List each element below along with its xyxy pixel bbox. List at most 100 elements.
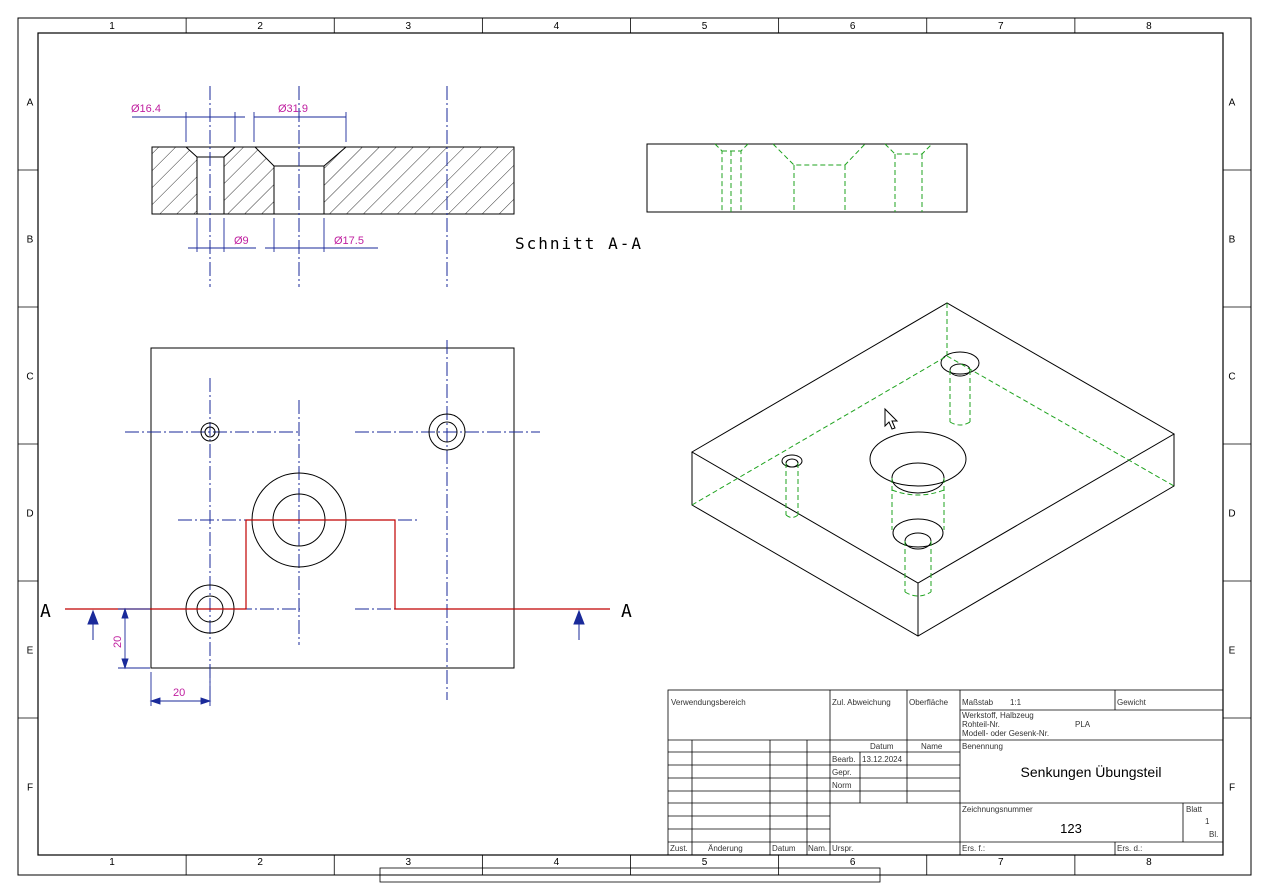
zone-row-label: E — [1229, 646, 1236, 657]
tb-zeichnungsnummer: 123 — [1060, 821, 1082, 836]
zone-column-label: 8 — [1146, 21, 1152, 32]
tb-oberflaeche: Oberfläche — [909, 698, 949, 707]
zone-column-label: 7 — [998, 21, 1004, 32]
side-view — [646, 143, 968, 213]
hole-mid-cone-r — [323, 146, 347, 167]
tb-massstab-value: 1:1 — [1010, 698, 1022, 707]
tb-zul-abweichung: Zul. Abweichung — [832, 698, 891, 707]
zone-row-label: C — [1228, 372, 1235, 383]
iso-counterbore-outer — [940, 351, 980, 375]
zone-row-label: D — [26, 509, 33, 520]
zone-column-label: 6 — [850, 857, 856, 868]
sheet-outer-border — [17, 17, 1252, 876]
zone-column-label: 1 — [109, 21, 115, 32]
tb-blatt-label: Blatt — [1186, 805, 1203, 814]
section-arrow-left-head — [87, 609, 99, 625]
section-hatch-right — [324, 147, 514, 214]
zone-column-label: 3 — [406, 857, 412, 868]
tb-ers-d: Ers. d.: — [1117, 844, 1142, 853]
tb-bl: Bl. — [1209, 830, 1218, 839]
tb-urspr: Urspr. — [832, 844, 853, 853]
top-view-outline — [150, 347, 515, 669]
zone-column-label: 3 — [406, 21, 412, 32]
section-outline — [151, 146, 515, 215]
tb-bearb: Bearb. — [832, 755, 856, 764]
tb-zust: Zust. — [670, 844, 688, 853]
tb-rohteil-label: Rohteil-Nr. — [962, 720, 1000, 729]
hole-left-chamfer-r — [223, 146, 236, 158]
hole-counterbore-inner — [436, 421, 458, 443]
iso-hidden-front-bot — [904, 591, 932, 597]
tb-nam: Nam. — [808, 844, 827, 853]
iso-countersink-inner — [891, 462, 945, 494]
zone-column-label: 4 — [554, 21, 560, 32]
title-block-outline — [667, 689, 1224, 856]
iso-hidden-cb-bot — [949, 421, 971, 426]
zone-column-label: 1 — [109, 857, 115, 868]
iso-hidden-small-bot — [785, 514, 799, 518]
tb-title: Senkungen Übungsteil — [1021, 763, 1162, 780]
tb-werkstoff-label: Werkstoff, Halbzeug — [962, 711, 1034, 720]
dim-d9-text: Ø9 — [234, 235, 249, 247]
tb-rohteil-value: PLA — [1075, 720, 1091, 729]
tb-name: Name — [921, 742, 943, 751]
dim-h20-arrow-l — [149, 697, 161, 705]
iso-front-edges — [691, 434, 1175, 637]
tb-norm: Norm — [832, 781, 852, 790]
section-view: Ø16.4 Ø31.9 Ø9 Ø17.5 Schnitt A-A — [131, 86, 643, 287]
tb-massstab-label: Maßstab — [962, 698, 994, 707]
tb-benennung-label: Benennung — [962, 742, 1003, 751]
tb-gepr: Gepr. — [832, 768, 852, 777]
iso-countersink-top — [869, 431, 967, 487]
iso-top-face — [691, 302, 1175, 584]
isometric-view — [691, 302, 1175, 637]
iso-hidden-edge-2 — [946, 355, 1175, 487]
zone-row-label: E — [27, 646, 34, 657]
section-line-path — [65, 519, 610, 610]
dim-v20-arrow-top — [121, 607, 129, 619]
side-hidden-right-cone — [884, 143, 933, 155]
tb-gewicht-label: Gewicht — [1117, 698, 1147, 707]
dim-h20-text: 20 — [173, 687, 185, 699]
hole-small-outer — [200, 422, 220, 442]
side-hidden-small-hole — [714, 143, 723, 212]
hole-mid-cone-l — [254, 146, 275, 167]
zone-column-label: 5 — [702, 21, 708, 32]
tb-verwendungsbereich: Verwendungsbereich — [671, 698, 746, 707]
side-hidden-mid-cone — [772, 143, 866, 166]
top-view: A A 20 20 — [40, 340, 632, 706]
zone-column-label: 5 — [702, 857, 708, 868]
bottom-scrollbar-hint — [379, 867, 881, 883]
zone-row-label: B — [1229, 235, 1236, 246]
zone-row-label: A — [27, 98, 34, 109]
zone-row-label: C — [26, 372, 33, 383]
zone-row-label: A — [1229, 98, 1236, 109]
zone-column-label: 8 — [1146, 857, 1152, 868]
dim-h20-arrow-r — [200, 697, 212, 705]
dim-d164-text: Ø16.4 — [131, 103, 161, 115]
hole-left-chamfer-l — [185, 146, 198, 158]
zone-column-label: 2 — [257, 21, 263, 32]
zone-column-label: 7 — [998, 857, 1004, 868]
zone-column-label: 2 — [257, 857, 263, 868]
tb-bearb-date: 13.12.2024 — [862, 755, 903, 764]
tb-datum2: Datum — [772, 844, 796, 853]
section-label: Schnitt A-A — [515, 234, 643, 253]
zone-row-label: F — [1229, 783, 1235, 794]
dim-v20-arrow-bot — [121, 658, 129, 670]
zone-row-label: B — [27, 235, 34, 246]
tb-zeichnungsnummer-label: Zeichnungsnummer — [962, 805, 1033, 814]
tb-blatt-value: 1 — [1205, 817, 1210, 826]
zone-column-label: 4 — [554, 857, 560, 868]
zone-row-label: F — [27, 783, 33, 794]
section-hatch-left — [152, 147, 197, 214]
iso-small-hole-inner — [785, 458, 799, 468]
dim-v20-text: 20 — [112, 636, 124, 648]
section-arrow-right-head — [573, 609, 585, 625]
zone-column-label: 6 — [850, 21, 856, 32]
title-block: Verwendungsbereich Zul. Abweichung Oberf… — [667, 689, 1224, 856]
tb-datum: Datum — [870, 742, 894, 751]
tb-aenderung: Änderung — [708, 844, 743, 853]
